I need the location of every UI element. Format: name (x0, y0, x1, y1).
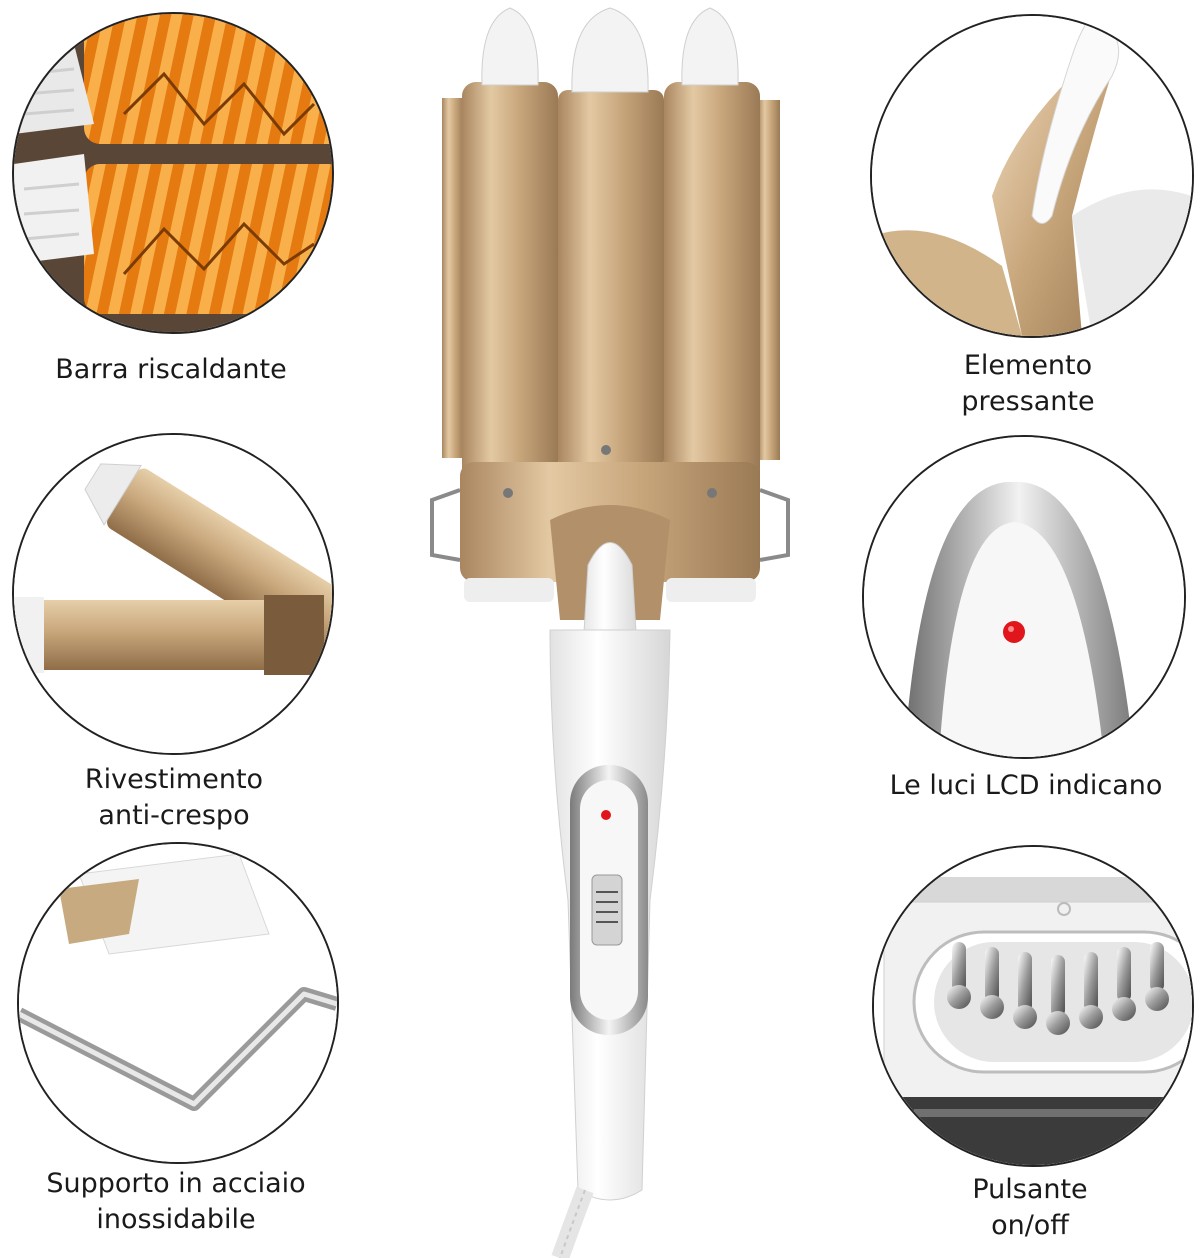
power-symbol-icon (1057, 902, 1071, 916)
heating-bar-image (14, 14, 332, 332)
red-led-icon (1003, 621, 1025, 643)
steel-stand-text-line2: inossidabile (96, 1204, 256, 1235)
lcd-lights-image (864, 437, 1184, 757)
led-indicator (601, 810, 611, 820)
label-anti-frizz: Rivestimento anti-crespo (0, 762, 348, 834)
heating-bar-text: Barra riscaldante (55, 354, 287, 385)
anti-frizz-closeup (12, 433, 334, 755)
power-button-text-line1: Pulsante (972, 1174, 1088, 1205)
label-heating-bar: Barra riscaldante (0, 352, 342, 388)
label-pressing-element: Elemento pressante (856, 348, 1200, 420)
steel-stand-text-line1: Supporto in acciaio (46, 1168, 306, 1199)
pressing-element-text-line2: pressante (961, 386, 1095, 417)
lcd-lights-text: Le luci LCD indicano (889, 770, 1163, 801)
lcd-lights-closeup (862, 435, 1186, 759)
label-lcd-lights: Le luci LCD indicano (852, 768, 1200, 804)
anti-frizz-image (14, 435, 332, 753)
pressing-element-text-line1: Elemento (963, 350, 1093, 381)
hair-waver-product (430, 7, 790, 1258)
anti-frizz-text-line2: anti-crespo (98, 800, 250, 831)
pressing-element-image (872, 16, 1192, 336)
steel-stand-closeup (17, 842, 339, 1164)
power-button-text-line2: on/off (991, 1210, 1069, 1241)
pressing-element-closeup (870, 14, 1194, 338)
power-button-image (874, 847, 1192, 1165)
power-switch (591, 874, 623, 946)
label-power-button: Pulsante on/off (858, 1172, 1200, 1244)
label-steel-stand: Supporto in acciaio inossidabile (0, 1166, 352, 1238)
anti-frizz-text-line1: Rivestimento (84, 764, 264, 795)
power-button-closeup (872, 845, 1194, 1167)
heating-bar-closeup (12, 12, 334, 334)
steel-stand-image (19, 844, 337, 1162)
